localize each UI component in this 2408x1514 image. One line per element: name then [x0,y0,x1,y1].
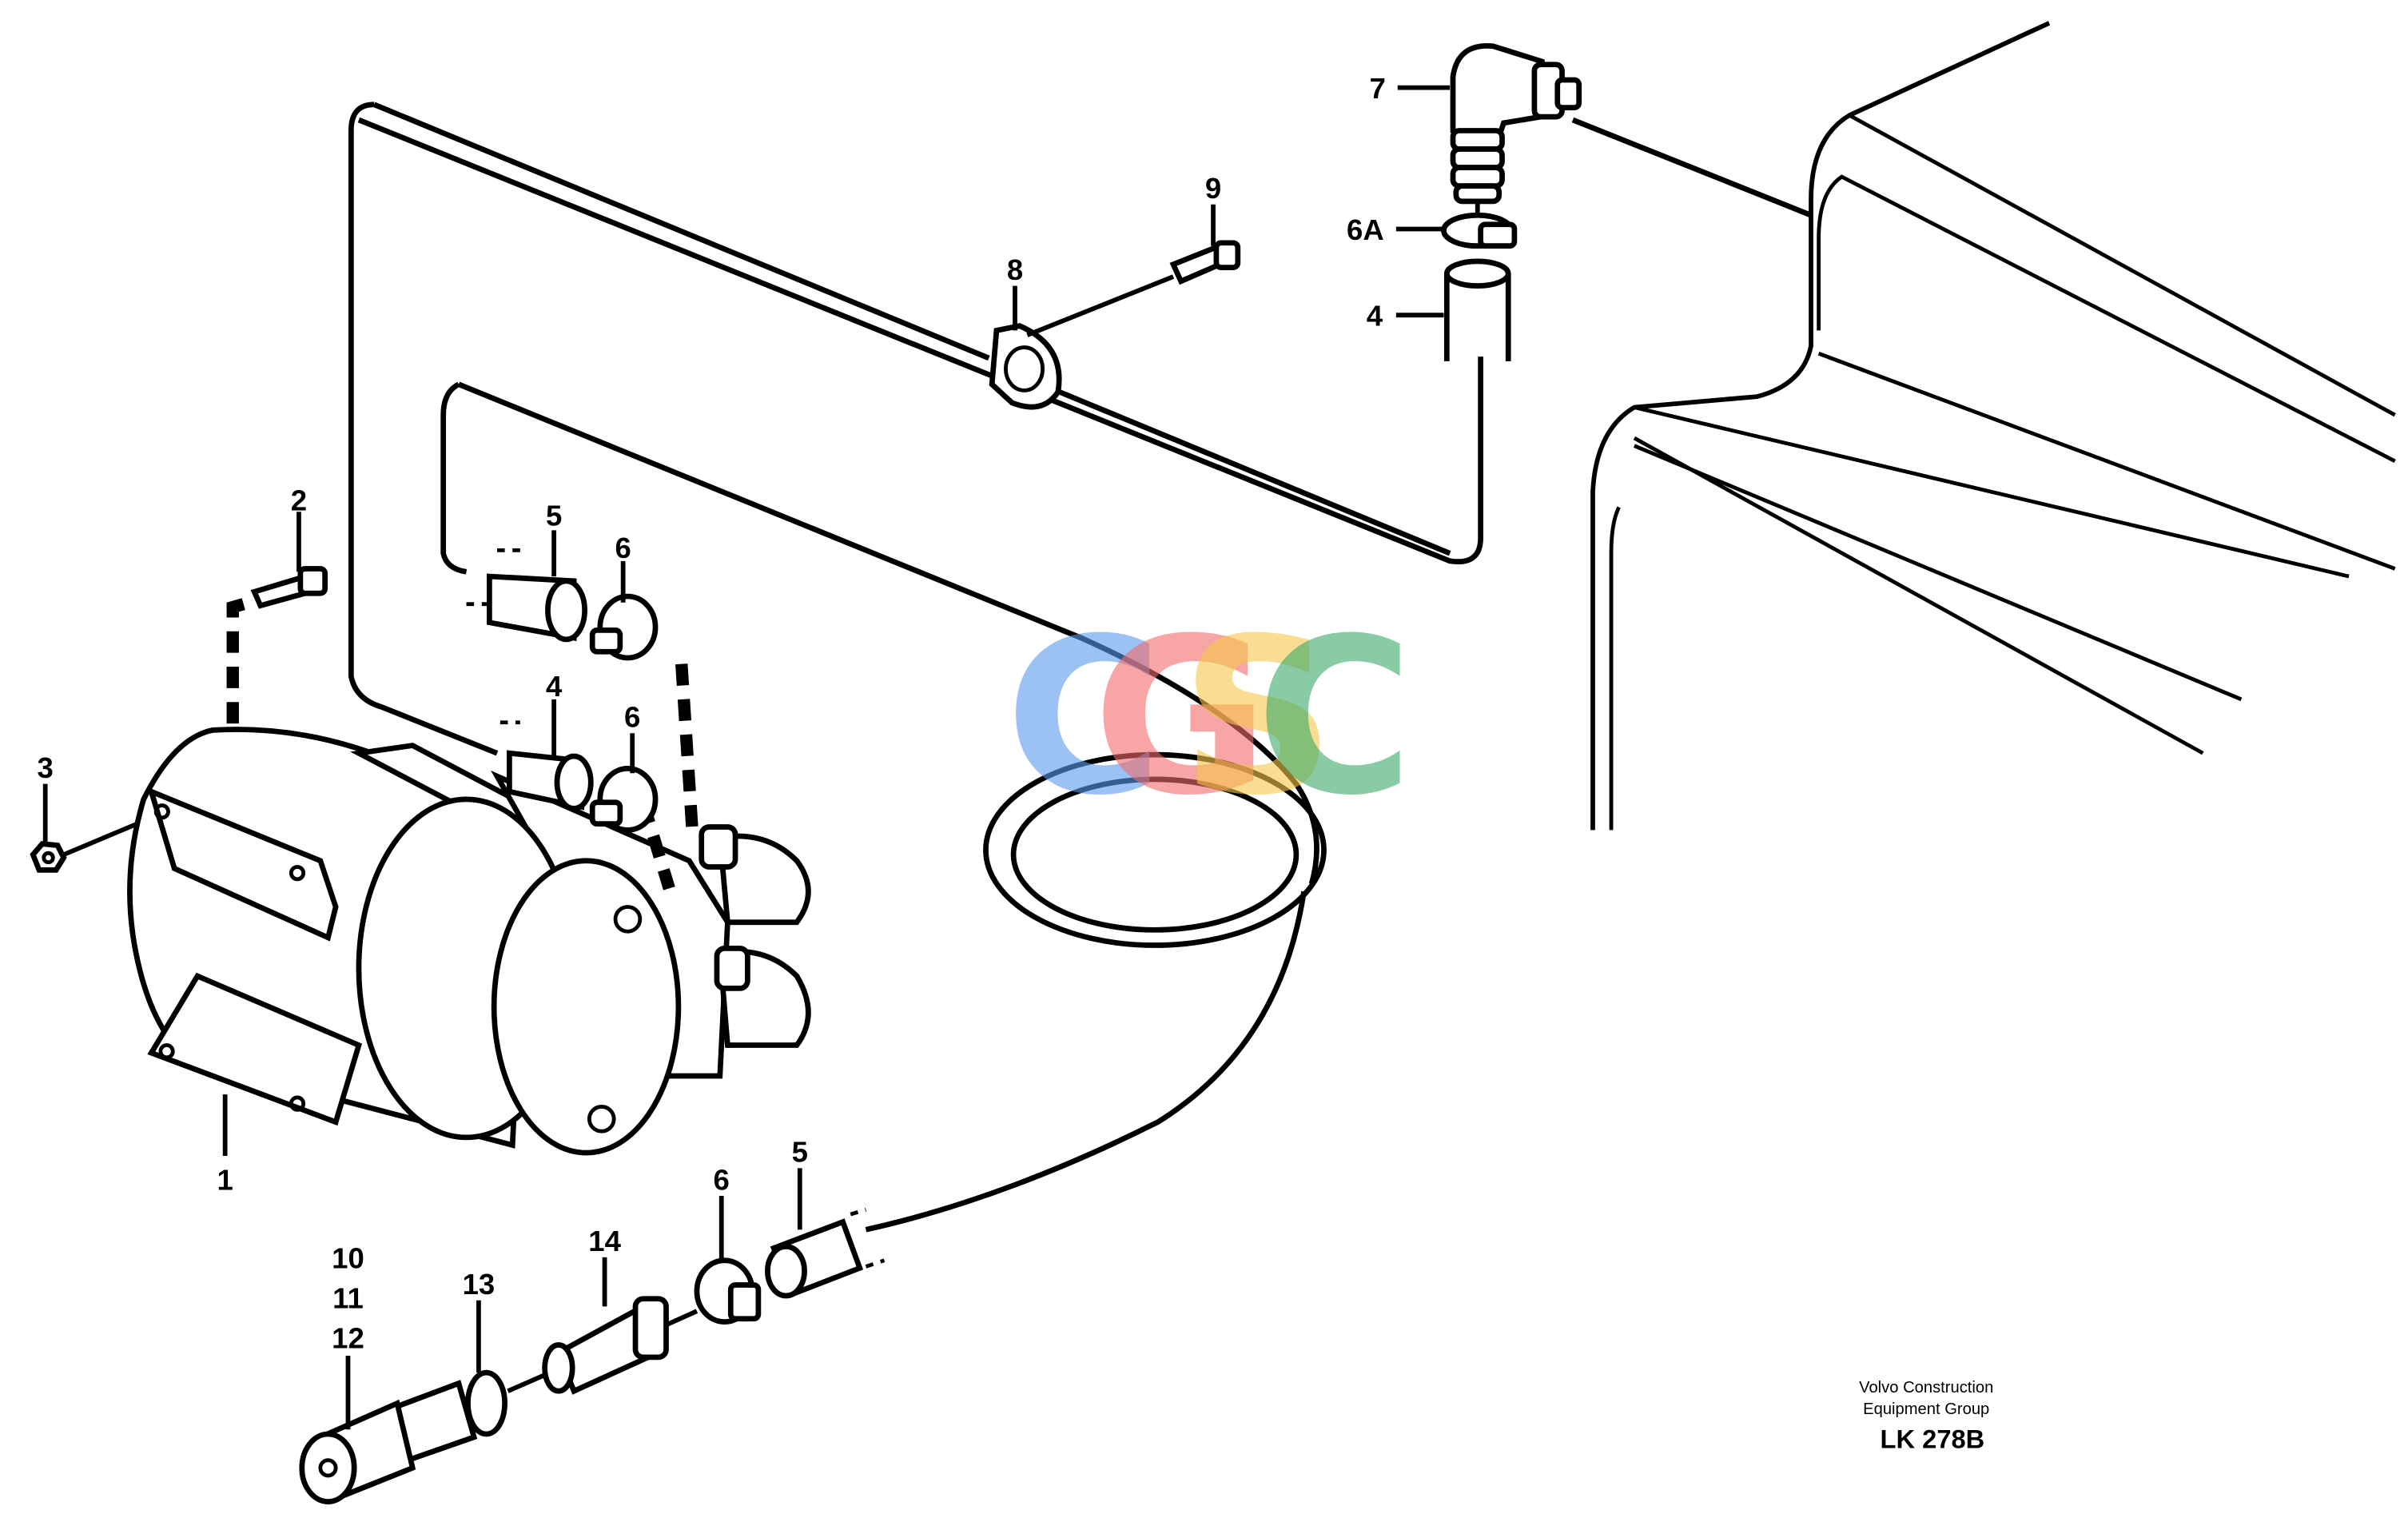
supply-hose [440,381,1319,1233]
callout-5-lower: 5 [792,1136,808,1169]
callout-13: 13 [463,1268,496,1301]
hose-clamp-6-lower [694,1257,762,1325]
callout-2: 2 [291,484,307,516]
leader-lines [42,85,1451,1430]
callout-6-lower: 6 [714,1163,730,1196]
watermark-letter-c2: C [1256,592,1414,843]
hose-piece-5-upper [487,573,587,643]
callout-1: 1 [217,1163,233,1196]
o-ring-13 [465,1369,544,1437]
fuel-tank [1590,21,2396,831]
plug-10-11-12 [299,1380,478,1504]
callout-11: 11 [332,1281,364,1314]
connector-14 [542,1296,699,1395]
watermark-letter-c1: C [1005,592,1164,843]
hose-clamp-6-middle [589,766,659,833]
hose-coil-outer [983,751,1327,948]
callout-4-middle: 4 [546,670,563,703]
callout-6a: 6A [1347,213,1384,246]
callout-6-middle: 6 [624,701,640,734]
hose-clamp-6a [1441,212,1518,249]
watermark-letter-g: G [1093,592,1269,843]
callout-3: 3 [38,751,54,784]
leader-dash-upper [675,663,699,831]
elbow-fitting-7 [1450,43,1582,216]
hose-top-segment [372,102,990,361]
heater-unit-1 [127,727,811,1156]
watermark: C G S C [1005,592,1414,843]
callout-7: 7 [1370,72,1386,105]
callout-8: 8 [1007,253,1023,286]
vertical-hose-4 [1443,258,1511,361]
drawing-code: LK 278B [1881,1424,1985,1453]
watermark-letter-s: S [1180,592,1335,843]
hose-coil-inner [1010,776,1300,933]
footer: Volvo Construction Equipment Group LK 27… [1859,1379,1993,1453]
footer-company-line1: Volvo Construction [1859,1379,1993,1396]
callout-9: 9 [1205,172,1221,205]
p-clamp-8 [989,323,1062,410]
hose-piece-4-middle [507,750,594,811]
hose-piece-5-lower [765,1218,864,1299]
callout-10: 10 [332,1241,364,1274]
hose-right-segment [1058,389,1451,556]
callout-6-upper: 6 [615,532,631,564]
callout-14: 14 [588,1225,621,1257]
callout-4-top: 4 [1367,300,1383,333]
screw-9 [1026,240,1241,337]
return-hose [348,102,1813,756]
callout-5-upper: 5 [546,500,562,532]
callout-labels: 2 3 1 5 6 4 6 7 6A 4 8 9 5 6 14 13 10 11… [38,72,1386,1354]
footer-company-line2: Equipment Group [1863,1400,1989,1418]
callout-12: 12 [332,1321,364,1354]
bolt-2 [226,566,328,784]
hose-clamp-6-upper [589,593,659,661]
